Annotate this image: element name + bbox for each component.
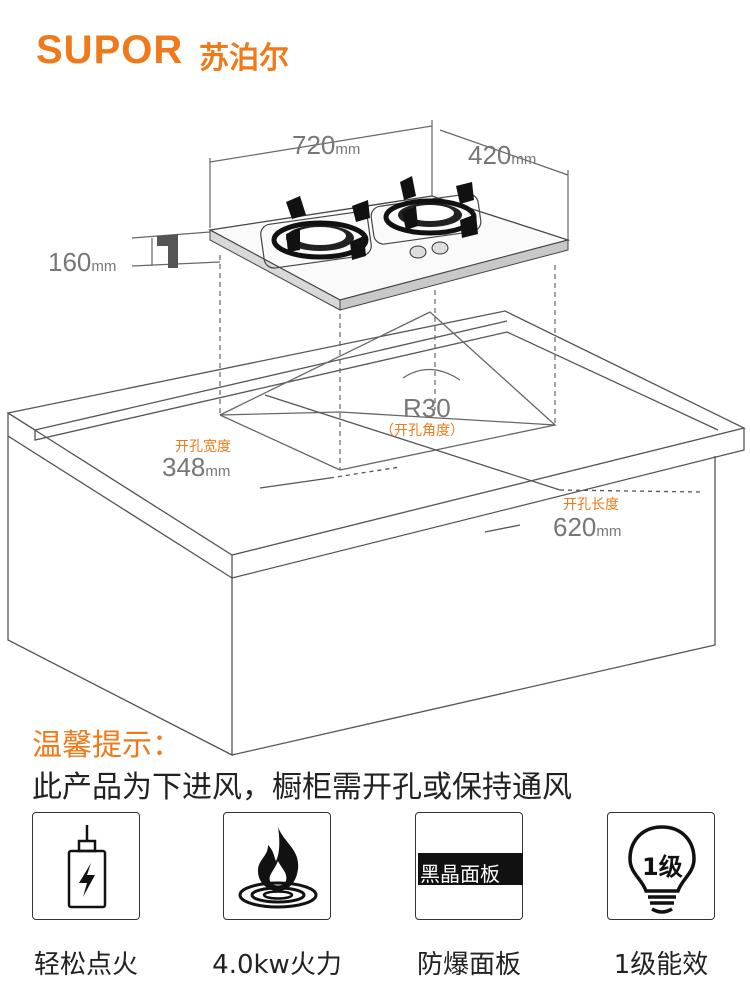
brand-logo-chinese: 苏泊尔 xyxy=(199,41,289,76)
feature-flame-label: 4.0kw火力 xyxy=(212,950,342,980)
feature-energy-label: 1级能效 xyxy=(613,950,709,980)
flame-burner-icon xyxy=(238,827,318,909)
feature-panel-label: 防爆面板 xyxy=(416,950,521,980)
feature-ignition-label: 轻松点火 xyxy=(33,950,138,980)
feature-flame-box xyxy=(223,812,331,920)
radius-note: （开孔角度） xyxy=(380,423,464,439)
radius-label: R30 xyxy=(403,393,451,423)
black-crystal-panel-icon xyxy=(418,853,523,885)
cutout-width-label: 开孔宽度 xyxy=(175,439,231,455)
feature-panel-box: 黑晶面板 xyxy=(415,812,523,920)
tip-body: 此产品为下进风，橱柜需开孔或保持通风 xyxy=(32,770,572,805)
feature-ignition-box xyxy=(32,812,140,920)
gas-stove-illustration xyxy=(157,176,571,311)
cutout-width-dimension: 348mm xyxy=(162,452,231,482)
energy-level-bulb-icon xyxy=(628,825,696,914)
installation-diagram xyxy=(6,120,746,757)
feature-energy-box: 1级 xyxy=(607,812,715,920)
height-dimension: 160mm xyxy=(48,247,117,277)
panel-badge-text: 黑晶面板 xyxy=(420,862,500,886)
energy-badge-text: 1级 xyxy=(642,853,683,881)
battery-ignition-icon xyxy=(67,825,107,909)
cutout-length-dimension: 620mm xyxy=(553,512,622,542)
depth-dimension: 420mm xyxy=(468,140,537,170)
brand-logo: SUPOR xyxy=(36,28,184,72)
tip-title: 温馨提示： xyxy=(32,728,182,763)
width-dimension: 720mm xyxy=(292,130,361,160)
cutout-length-label: 开孔长度 xyxy=(563,497,619,513)
